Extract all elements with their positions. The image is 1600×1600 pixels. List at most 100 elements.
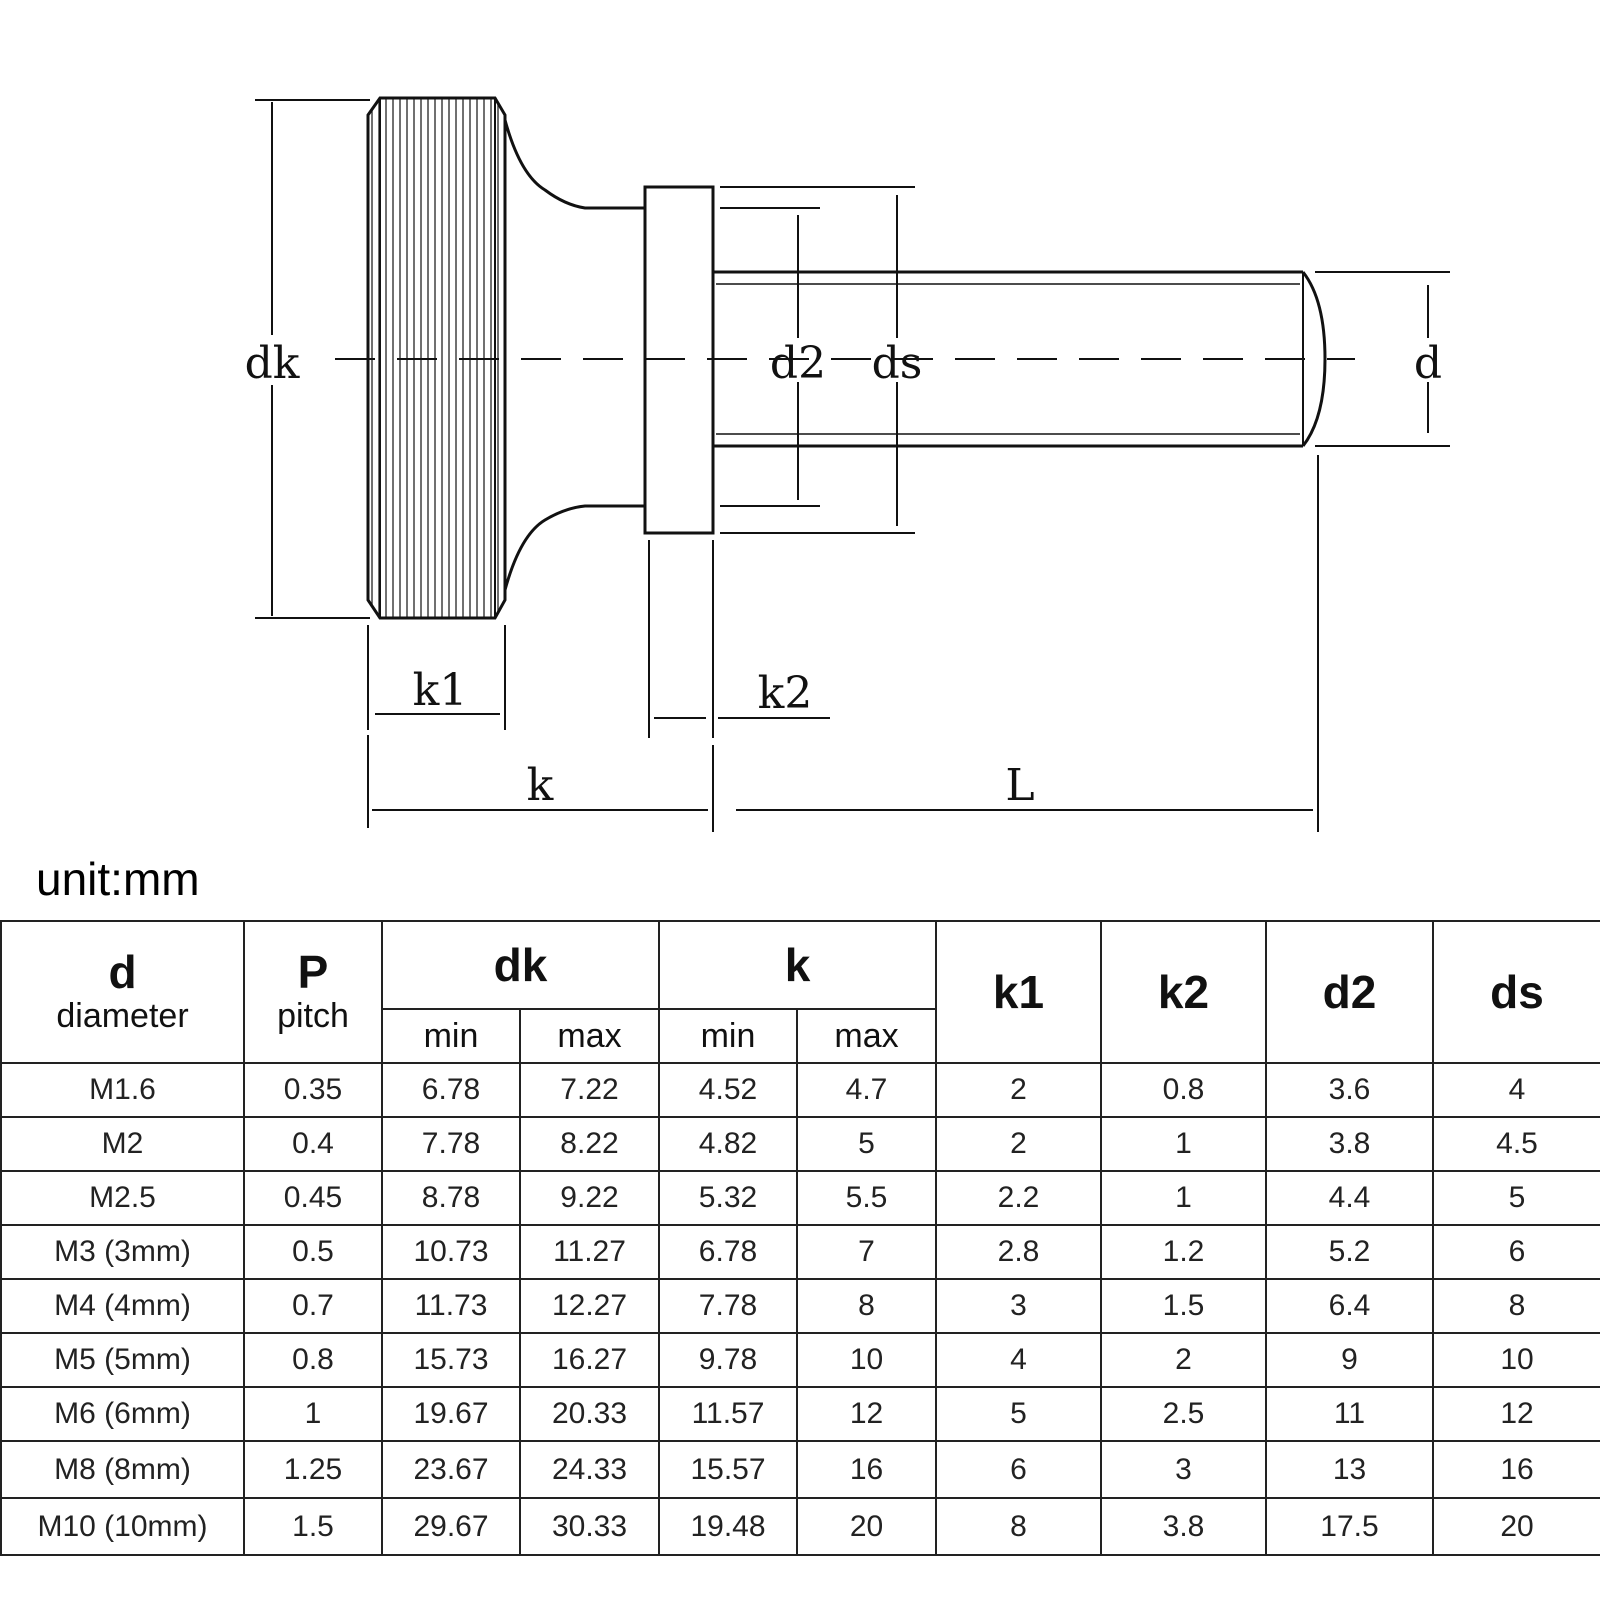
cell-d2: 6.4 (1265, 1278, 1434, 1334)
d2-ds-dimensions (720, 186, 915, 534)
header-k: k (658, 920, 937, 1010)
cell-k-min: 9.78 (658, 1332, 798, 1388)
cell-k-min: 4.52 (658, 1062, 798, 1118)
header-d2: d2 (1265, 920, 1434, 1064)
cell-pitch: 0.5 (243, 1224, 383, 1280)
cell-pitch: 1.25 (243, 1440, 383, 1499)
header-d-symbol: d (108, 946, 137, 998)
header-k2: k2 (1100, 920, 1267, 1064)
k1-k2-dimensions (367, 540, 830, 738)
cell-k-max: 20 (796, 1497, 937, 1556)
label-k: k (527, 760, 554, 811)
cell-pitch: 0.8 (243, 1332, 383, 1388)
cell-dk-min: 15.73 (381, 1332, 521, 1388)
cell-k-max: 12 (796, 1386, 937, 1442)
cell-k2: 3.8 (1100, 1497, 1267, 1556)
cell-dk-max: 20.33 (519, 1386, 660, 1442)
cell-k-min: 5.32 (658, 1170, 798, 1226)
cell-dk-max: 11.27 (519, 1224, 660, 1280)
d-dimension (1315, 271, 1450, 447)
cell-k-min: 7.78 (658, 1278, 798, 1334)
cell-ds: 16 (1432, 1440, 1600, 1499)
cell-dk-min: 8.78 (381, 1170, 521, 1226)
cell-dk-min: 7.78 (381, 1116, 521, 1172)
cell-dk-max: 16.27 (519, 1332, 660, 1388)
cell-k-min: 4.82 (658, 1116, 798, 1172)
cell-k2: 1.2 (1100, 1224, 1267, 1280)
cell-diameter: M10 (10mm) (0, 1497, 245, 1556)
label-L: L (1005, 760, 1034, 811)
cell-dk-max: 9.22 (519, 1170, 660, 1226)
cell-d2: 5.2 (1265, 1224, 1434, 1280)
cell-d2: 9 (1265, 1332, 1434, 1388)
label-k2: k2 (758, 668, 813, 719)
cell-dk-min: 19.67 (381, 1386, 521, 1442)
cell-k1: 2 (935, 1116, 1102, 1172)
header-dk: dk (381, 920, 660, 1010)
neck-curve-bottom (503, 504, 645, 591)
cell-k-min: 15.57 (658, 1440, 798, 1499)
label-d: d (1414, 338, 1442, 389)
cell-ds: 5 (1432, 1170, 1600, 1226)
cell-k-max: 4.7 (796, 1062, 937, 1118)
cell-dk-max: 7.22 (519, 1062, 660, 1118)
header-d-name: diameter (56, 997, 189, 1035)
cell-dk-max: 8.22 (519, 1116, 660, 1172)
header-d: d diameter (0, 920, 245, 1064)
header-ds: ds (1432, 920, 1600, 1064)
cell-pitch: 1 (243, 1386, 383, 1442)
unit-label: unit:mm (36, 853, 200, 905)
cell-k2: 1 (1100, 1170, 1267, 1226)
cell-d2: 3.6 (1265, 1062, 1434, 1118)
cell-pitch: 0.35 (243, 1062, 383, 1118)
cell-k1: 5 (935, 1386, 1102, 1442)
cell-ds: 10 (1432, 1332, 1600, 1388)
cell-dk-min: 6.78 (381, 1062, 521, 1118)
header-row: d diameter P pitch dk k k1 k2 d2 ds (0, 920, 1600, 1064)
neck-curve-top (503, 119, 645, 210)
cell-diameter: M2 (0, 1116, 245, 1172)
cell-diameter: M6 (6mm) (0, 1386, 245, 1442)
cell-k-min: 19.48 (658, 1497, 798, 1556)
cell-d2: 17.5 (1265, 1497, 1434, 1556)
cell-pitch: 0.4 (243, 1116, 383, 1172)
cell-ds: 4 (1432, 1062, 1600, 1118)
cell-k2: 3 (1100, 1440, 1267, 1499)
spec-table: d diameter P pitch dk k k1 k2 d2 ds min … (0, 920, 1600, 1556)
cell-k-max: 7 (796, 1224, 937, 1280)
cell-diameter: M5 (5mm) (0, 1332, 245, 1388)
cell-ds: 4.5 (1432, 1116, 1600, 1172)
label-d2: d2 (770, 338, 826, 389)
header-k-min: min (658, 1008, 798, 1064)
cell-k1: 2.8 (935, 1224, 1102, 1280)
cell-k2: 1.5 (1100, 1278, 1267, 1334)
header-p-symbol: P (297, 946, 329, 998)
cell-dk-min: 10.73 (381, 1224, 521, 1280)
cell-diameter: M3 (3mm) (0, 1224, 245, 1280)
cell-diameter: M8 (8mm) (0, 1440, 245, 1499)
cell-dk-max: 12.27 (519, 1278, 660, 1334)
k-L-dimensions (367, 455, 1319, 832)
label-dk: dk (245, 338, 300, 389)
cell-dk-min: 11.73 (381, 1278, 521, 1334)
cell-diameter: M4 (4mm) (0, 1278, 245, 1334)
cell-d2: 4.4 (1265, 1170, 1434, 1226)
cell-diameter: M1.6 (0, 1062, 245, 1118)
cell-d2: 3.8 (1265, 1116, 1434, 1172)
header-dk-min: min (381, 1008, 521, 1064)
cell-k-min: 6.78 (658, 1224, 798, 1280)
cell-k2: 1 (1100, 1116, 1267, 1172)
cell-k-max: 5.5 (796, 1170, 937, 1226)
header-dk-max: max (519, 1008, 660, 1064)
cell-k-max: 10 (796, 1332, 937, 1388)
dk-dimension (255, 99, 370, 619)
cell-diameter: M2.5 (0, 1170, 245, 1226)
cell-ds: 20 (1432, 1497, 1600, 1556)
cell-dk-max: 24.33 (519, 1440, 660, 1499)
